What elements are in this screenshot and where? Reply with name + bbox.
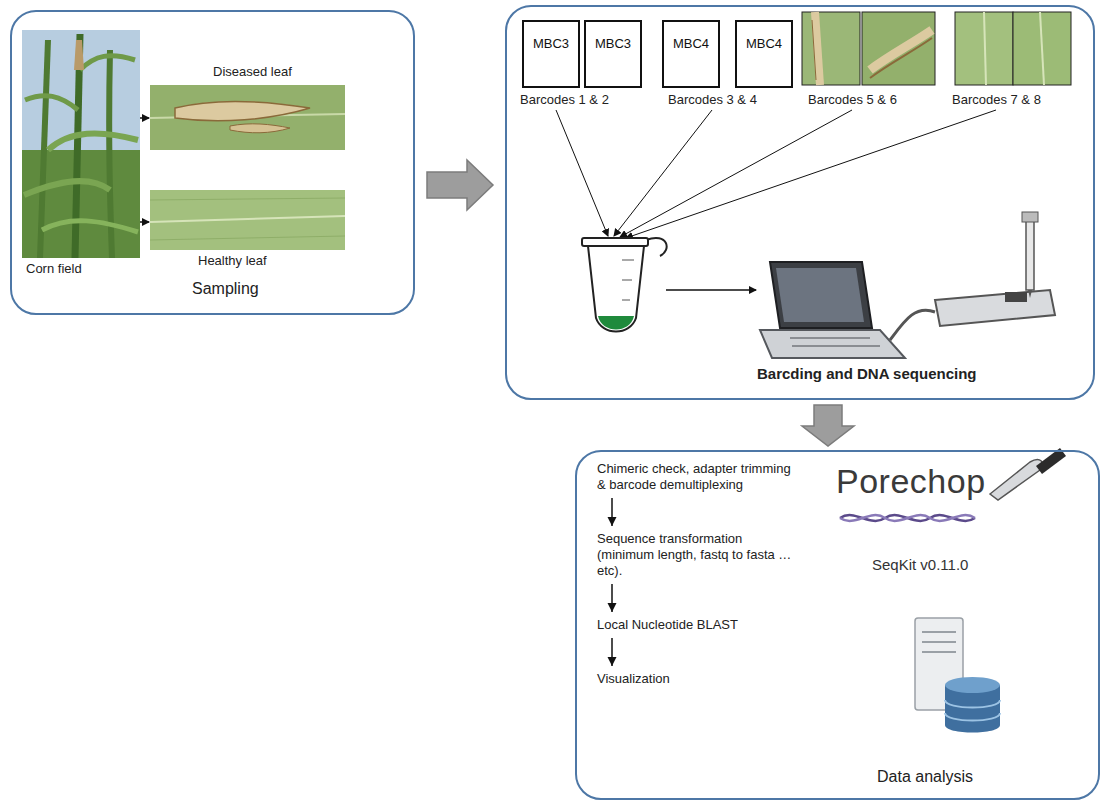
panel-title: Data analysis xyxy=(877,768,973,786)
label: Barcodes 7 & 8 xyxy=(952,92,1041,107)
barcode-box: MBC4 xyxy=(735,20,793,88)
step-text: Sequence transformation (minimum length,… xyxy=(597,531,798,579)
panel-title: Sampling xyxy=(192,280,259,298)
label: Diseased leaf xyxy=(213,64,292,79)
corn-field-photo xyxy=(22,30,140,258)
flow-arrow xyxy=(666,289,756,291)
laptop xyxy=(760,262,905,358)
tube xyxy=(582,238,667,332)
connector xyxy=(427,160,493,210)
panel-title: Barcding and DNA sequencing xyxy=(757,365,976,382)
process-step: Visualization xyxy=(595,670,800,688)
database-icon xyxy=(915,618,1000,733)
connector xyxy=(802,405,854,446)
connector xyxy=(608,638,617,666)
usb-cable xyxy=(890,310,935,340)
diseased-leaf-photo xyxy=(150,85,345,150)
barcode-box: MBC3 xyxy=(584,20,642,88)
step-text: Local Nucleotide BLAST xyxy=(597,617,798,633)
step-text: Visualization xyxy=(597,671,798,687)
process-step: Local Nucleotide BLAST xyxy=(595,616,800,634)
step-text: Chimeric check, adapter trimming & barco… xyxy=(597,461,798,493)
connector xyxy=(608,498,617,526)
barcode-name: MBC3 xyxy=(586,36,640,51)
barcode-box: MBC4 xyxy=(662,20,720,88)
label: SeqKit v0.11.0 xyxy=(872,556,968,573)
connector xyxy=(608,584,617,612)
label: Barcodes 5 & 6 xyxy=(808,92,897,107)
label: Barcodes 3 & 4 xyxy=(668,92,757,107)
process-step: Sequence transformation (minimum length,… xyxy=(595,530,800,580)
healthy-leaf-photo xyxy=(150,190,345,250)
barcoding-panel: Barcding and DNA sequencing MBC3 MBC3 MBC4 M… xyxy=(505,5,1095,400)
barcode-name: MBC4 xyxy=(737,36,791,51)
barcode-leader-lines xyxy=(556,110,996,238)
barcode-name: MBC4 xyxy=(664,36,718,51)
leaf-thumbnails xyxy=(802,12,1071,85)
process-step: Chimeric check, adapter trimming & barco… xyxy=(595,460,800,494)
label: Healthy leaf xyxy=(198,253,267,268)
label: Porechop xyxy=(836,462,986,501)
analysis-panel: Data analysis Chimeric check, adapter tri… xyxy=(575,450,1100,800)
pointer-arrow xyxy=(140,221,149,223)
barcode-box: MBC3 xyxy=(522,20,580,88)
sequencer-device xyxy=(935,212,1055,326)
pointer-arrow xyxy=(140,117,149,119)
label: Barcodes 1 & 2 xyxy=(520,92,609,107)
barcode-name: MBC3 xyxy=(524,36,578,51)
label: Corn field xyxy=(26,261,82,276)
